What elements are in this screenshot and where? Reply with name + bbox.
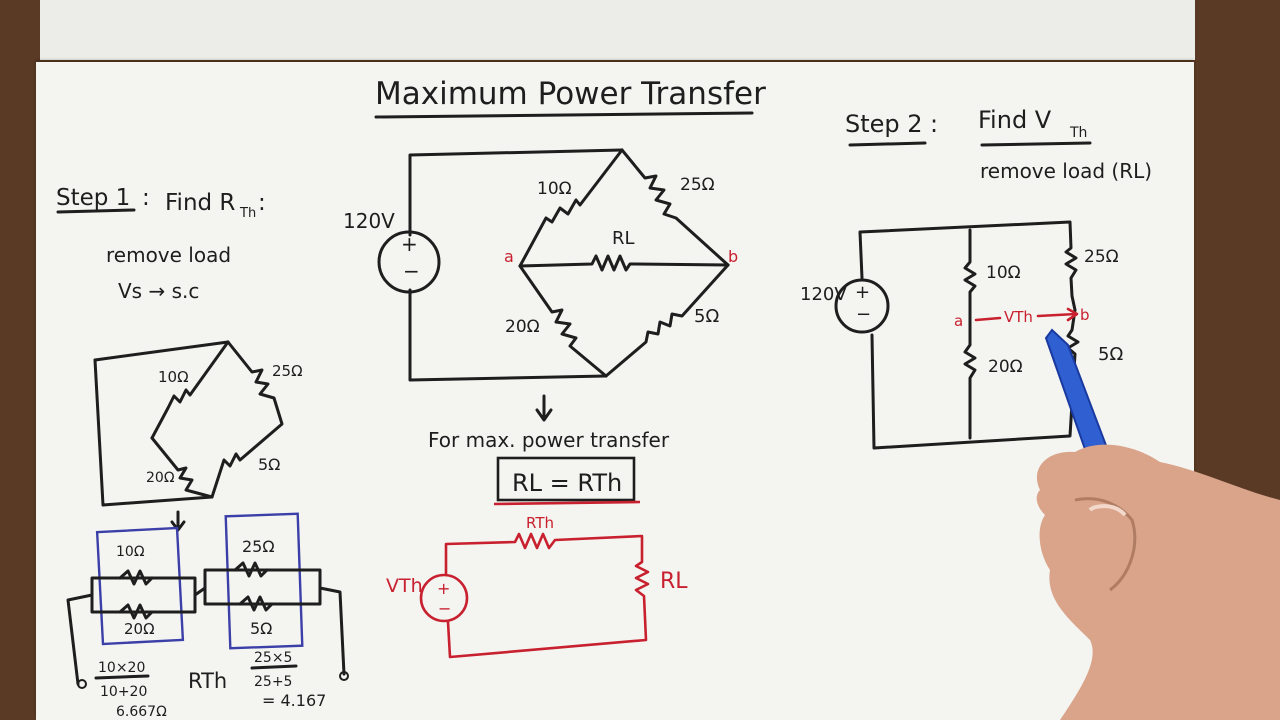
thevenin-rth-label: RTh bbox=[526, 514, 554, 532]
step2-r3-label: 20Ω bbox=[988, 357, 1023, 377]
svg-text:−: − bbox=[856, 304, 871, 325]
step2-find: Find V bbox=[978, 106, 1052, 134]
svg-text:+: + bbox=[401, 232, 418, 256]
calc1-result: 6.667Ω bbox=[116, 704, 167, 720]
equation-box bbox=[496, 456, 636, 502]
step1-line2: Vs → s.c bbox=[118, 279, 199, 303]
main-r1-label: 10Ω bbox=[537, 179, 572, 199]
calc1-numerator: 10×20 bbox=[98, 660, 145, 676]
title-underline bbox=[374, 111, 754, 119]
thevenin-equivalent-circuit: + − bbox=[419, 532, 650, 659]
box2-bottom-label: 5Ω bbox=[250, 619, 272, 638]
step1-find: Find R bbox=[165, 190, 235, 216]
step1-heading: Step 1 bbox=[56, 185, 130, 211]
thevenin-source-label: VTh bbox=[386, 575, 423, 597]
svg-text:+: + bbox=[437, 579, 450, 598]
box1-bottom-label: 20Ω bbox=[124, 620, 155, 638]
step2-find-sub: Th bbox=[1069, 125, 1087, 141]
step2-find-underline bbox=[980, 141, 1092, 147]
step2-heading: Step 2 bbox=[845, 110, 923, 138]
page-title: Maximum Power Transfer bbox=[375, 76, 766, 112]
step2-r2-label: 25Ω bbox=[1084, 247, 1119, 267]
svg-text:−: − bbox=[403, 259, 420, 283]
step1-find-sub: Th bbox=[239, 206, 256, 221]
step2-circuit: + − bbox=[834, 220, 1080, 450]
box1-top-label: 10Ω bbox=[116, 544, 145, 560]
main-node-a: a bbox=[504, 247, 514, 266]
step2-source-label: 120V bbox=[800, 284, 847, 305]
calc2-numerator: 25×5 bbox=[254, 650, 292, 666]
svg-text::: : bbox=[142, 185, 150, 211]
main-r3-label: 20Ω bbox=[505, 317, 540, 337]
main-bridge-circuit: + − bbox=[377, 148, 730, 382]
svg-text::: : bbox=[930, 110, 938, 138]
sketch-r3-label: 20Ω bbox=[146, 470, 175, 486]
step1-underline bbox=[56, 208, 136, 214]
thevenin-rl-label: RL bbox=[660, 569, 688, 594]
step2-vth-label: VTh bbox=[1004, 308, 1033, 326]
main-r4-label: 5Ω bbox=[694, 306, 719, 327]
step2-source-icon bbox=[834, 278, 890, 334]
condition-equation: RL = RTh bbox=[512, 469, 622, 497]
parallel-box-1 bbox=[95, 526, 185, 646]
condition-text: For max. power transfer bbox=[428, 428, 670, 452]
sketch-r1-label: 10Ω bbox=[158, 368, 189, 386]
hand-with-pen bbox=[1036, 328, 1280, 720]
box2-top-label: 25Ω bbox=[242, 537, 275, 556]
parallel-box-2 bbox=[224, 512, 304, 650]
step1-line1: remove load bbox=[106, 243, 231, 267]
step1-parallel-network bbox=[66, 561, 349, 689]
calc2-denominator: 25+5 bbox=[254, 674, 292, 690]
step2-node-b: b bbox=[1080, 306, 1090, 324]
svg-text:+: + bbox=[855, 282, 870, 303]
main-node-b: b bbox=[728, 247, 738, 266]
calc2-result: = 4.167 bbox=[262, 691, 326, 710]
svg-text:−: − bbox=[438, 599, 451, 618]
svg-text::: : bbox=[258, 190, 266, 216]
main-r2-label: 25Ω bbox=[680, 175, 715, 195]
main-rl-label: RL bbox=[612, 228, 635, 249]
sketch-r2-label: 25Ω bbox=[272, 362, 303, 380]
step2-line1: remove load (RL) bbox=[980, 159, 1152, 183]
sketch-r4-label: 5Ω bbox=[258, 455, 280, 474]
calc1-denominator: 10+20 bbox=[100, 684, 147, 700]
step2-r4-label: 5Ω bbox=[1098, 344, 1123, 365]
step2-r1-label: 10Ω bbox=[986, 263, 1021, 283]
main-source-label: 120V bbox=[343, 209, 395, 233]
step2-underline bbox=[848, 141, 927, 147]
sketch-rth-label: RTh bbox=[188, 669, 227, 693]
step2-node-a: a bbox=[954, 312, 963, 330]
step1-bridge-sketch bbox=[93, 340, 284, 507]
thevenin-source-icon bbox=[419, 573, 469, 623]
voltage-source-icon bbox=[377, 230, 441, 294]
paper-back-sheet bbox=[40, 0, 1195, 60]
